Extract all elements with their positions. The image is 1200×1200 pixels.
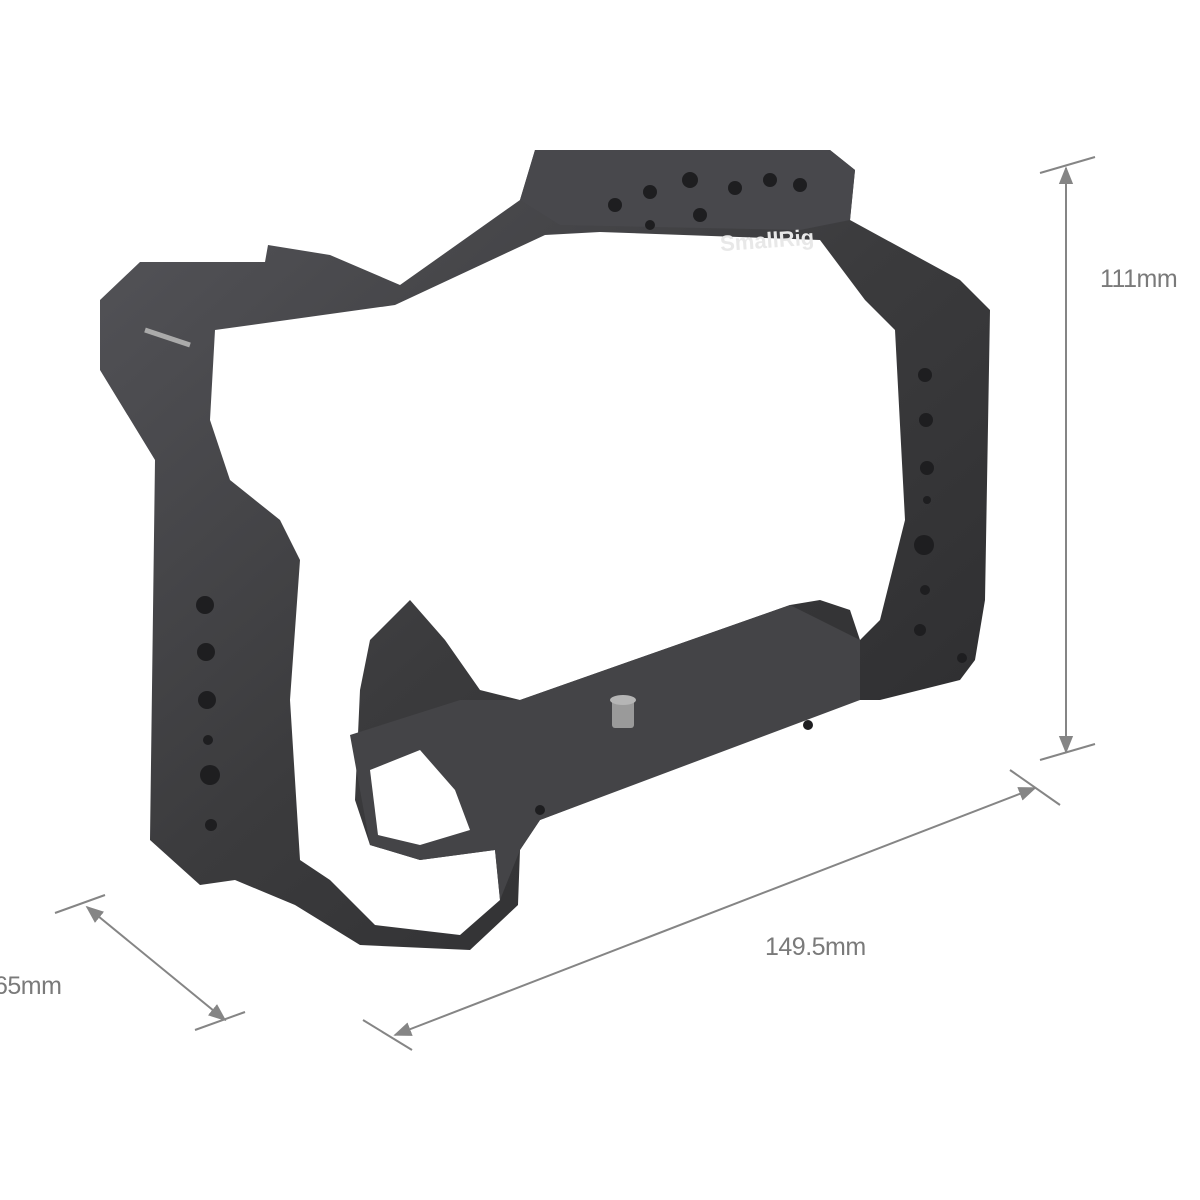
cage-frame: [100, 150, 990, 950]
height-label: 111mm: [1100, 265, 1178, 293]
width-tick-left: [362, 1019, 413, 1051]
height-tick-bottom: [1039, 743, 1096, 761]
top-plate: [520, 150, 855, 230]
tripod-screw: [612, 700, 634, 728]
mounting-holes: [196, 172, 967, 831]
dimension-lines: [54, 156, 1096, 1051]
width-tick-right: [1009, 769, 1061, 806]
height-tick-top: [1039, 156, 1096, 174]
width-label: 149.5mm: [765, 933, 866, 961]
width-arrow: [393, 787, 1037, 1036]
depth-tick-top: [54, 894, 106, 914]
depth-label: 65mm: [0, 972, 62, 1000]
brand-logo: SmallRig: [719, 225, 815, 257]
depth-arrow: [85, 905, 227, 1022]
